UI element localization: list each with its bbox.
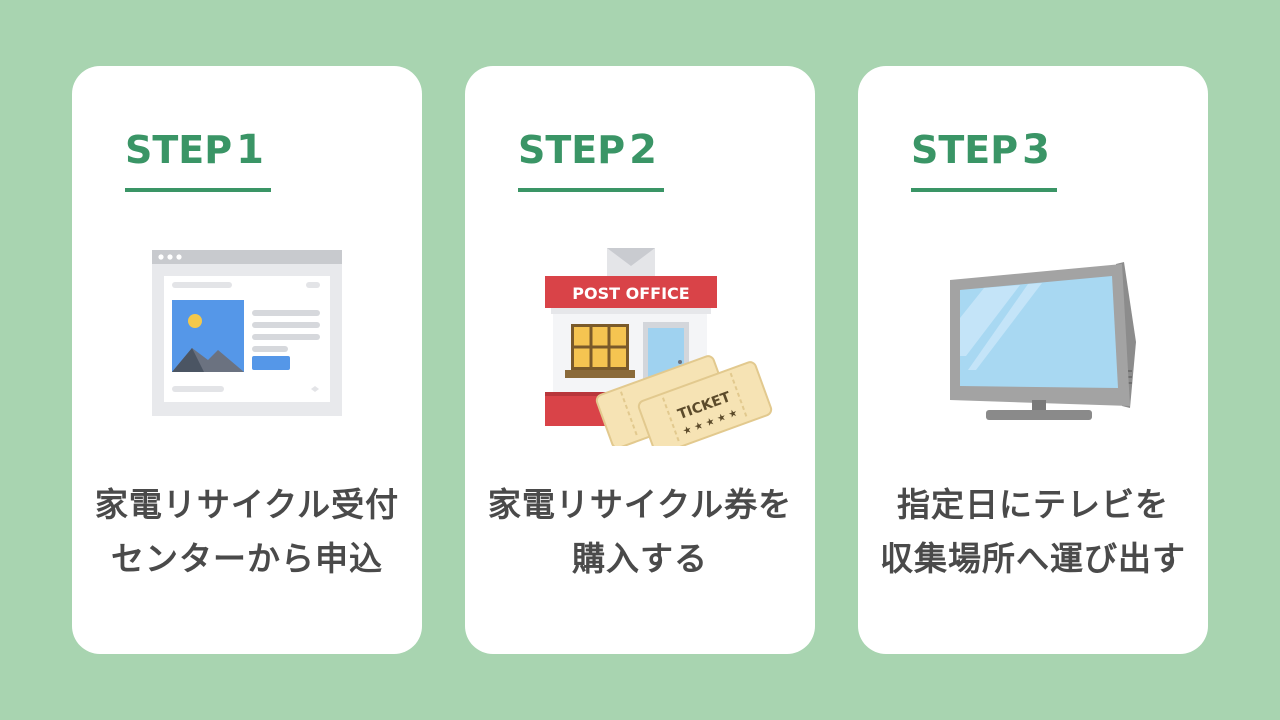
step-number: 2 [629, 127, 657, 173]
post-office-icon: POST OFFICE TICKET TICKET ★ ★ ★ ★ ★ [545, 248, 773, 446]
description-line-2: 購入する [572, 539, 708, 578]
post-office-sign: POST OFFICE [572, 284, 689, 303]
description-line-2: 収集場所へ運び出す [880, 539, 1186, 578]
step-underline [911, 188, 1057, 192]
step-underline [518, 188, 664, 192]
step-description: 指定日にテレビを 収集場所へ運び出す [858, 478, 1208, 586]
description-line-1: 家電リサイクル受付 [94, 485, 400, 524]
step-label: STEP [911, 128, 1019, 172]
description-line-1: 家電リサイクル券を [487, 485, 793, 524]
step-description: 家電リサイクル券を 購入する [465, 478, 815, 586]
description-line-1: 指定日にテレビを [897, 485, 1169, 524]
step-number: 3 [1022, 127, 1050, 173]
description-line-2: センターから申込 [111, 539, 383, 578]
step-label: STEP [125, 128, 233, 172]
web-page-icon [152, 250, 342, 416]
step-underline [125, 188, 271, 192]
step-description: 家電リサイクル受付 センターから申込 [72, 478, 422, 586]
step-label: STEP [518, 128, 626, 172]
television-icon [950, 262, 1136, 420]
step-number: 1 [236, 127, 264, 173]
